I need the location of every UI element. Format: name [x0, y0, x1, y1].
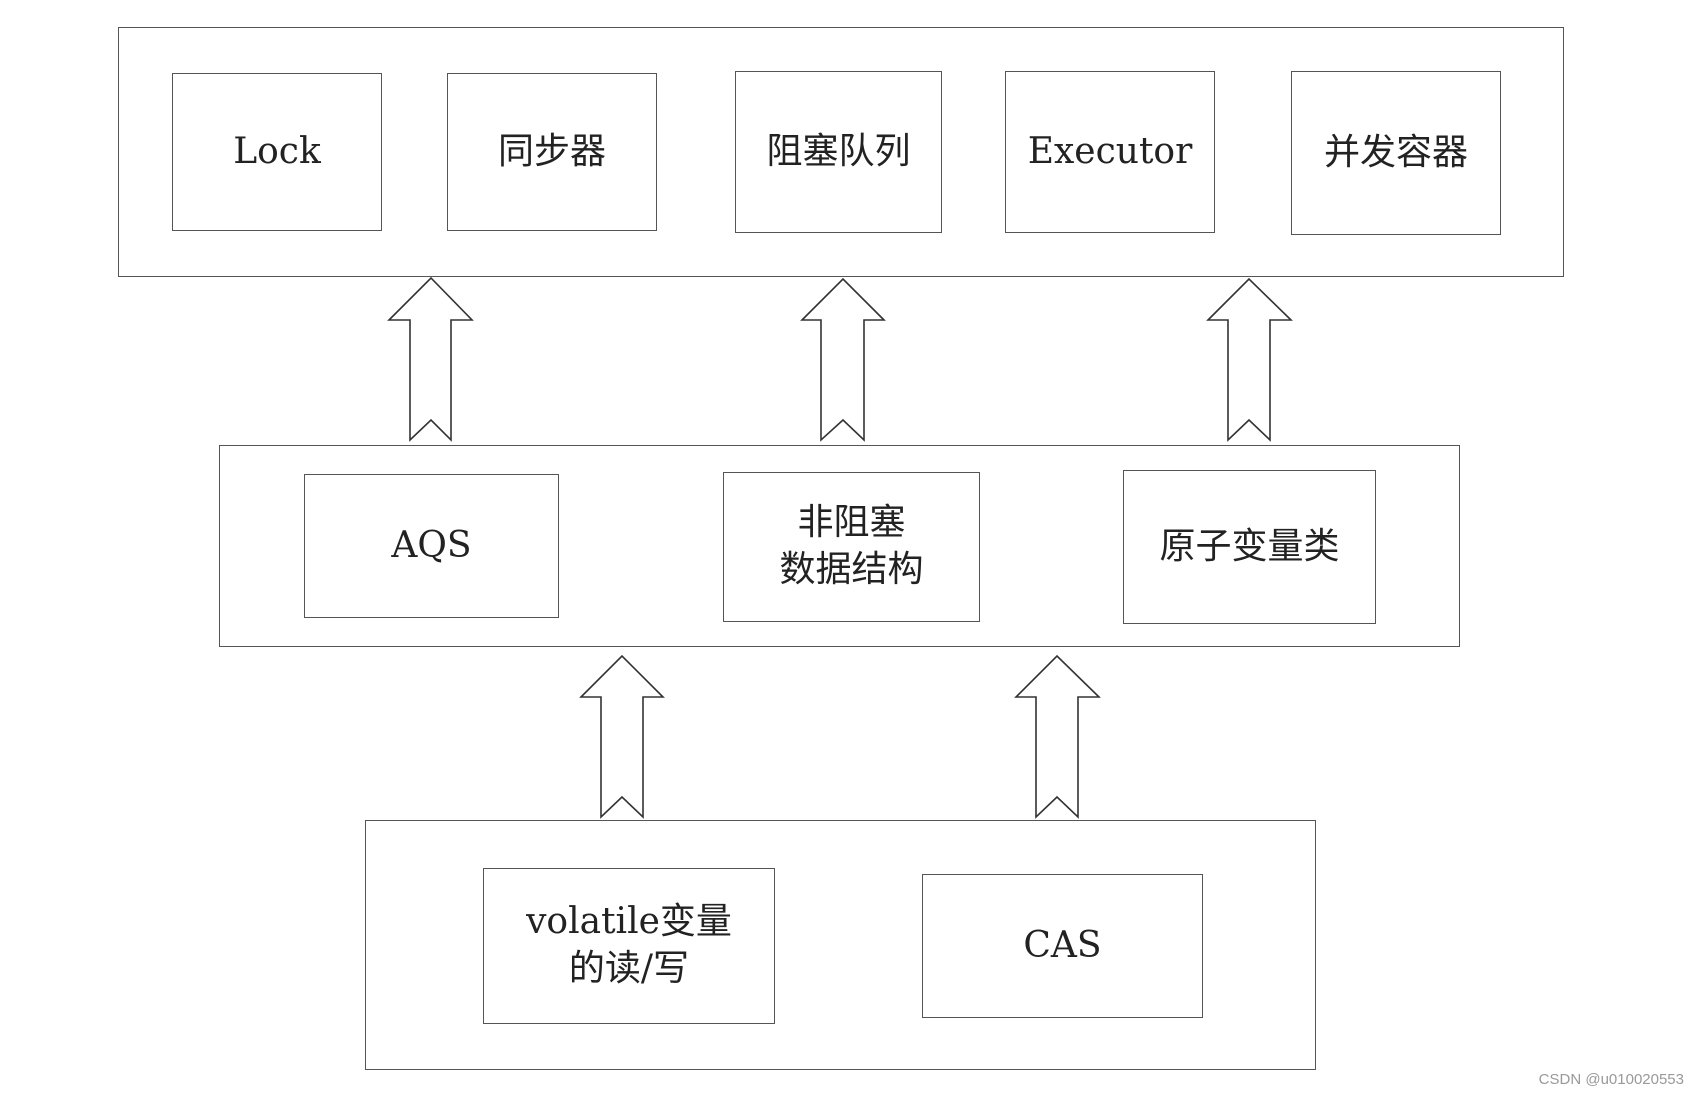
node-atomic-variables: 原子变量类 — [1123, 470, 1376, 624]
node-aqs: AQS — [304, 474, 559, 618]
node-executor: Executor — [1005, 71, 1215, 233]
node-synchronizer: 同步器 — [447, 73, 657, 231]
node-volatile-read-write: volatile变量 的读/写 — [483, 868, 775, 1024]
node-blocking-queue: 阻塞队列 — [735, 71, 942, 233]
arrow-up-icon — [1206, 277, 1293, 442]
watermark: CSDN @u010020553 — [1538, 1071, 1684, 1088]
node-concurrent-containers: 并发容器 — [1291, 71, 1501, 235]
node-non-blocking-data-structures: 非阻塞 数据结构 — [723, 472, 980, 622]
arrow-up-icon — [800, 277, 886, 442]
arrow-up-icon — [387, 276, 474, 442]
arrow-up-icon — [579, 654, 665, 819]
node-lock: Lock — [172, 73, 382, 231]
node-cas: CAS — [922, 874, 1203, 1018]
arrow-up-icon — [1014, 654, 1101, 819]
